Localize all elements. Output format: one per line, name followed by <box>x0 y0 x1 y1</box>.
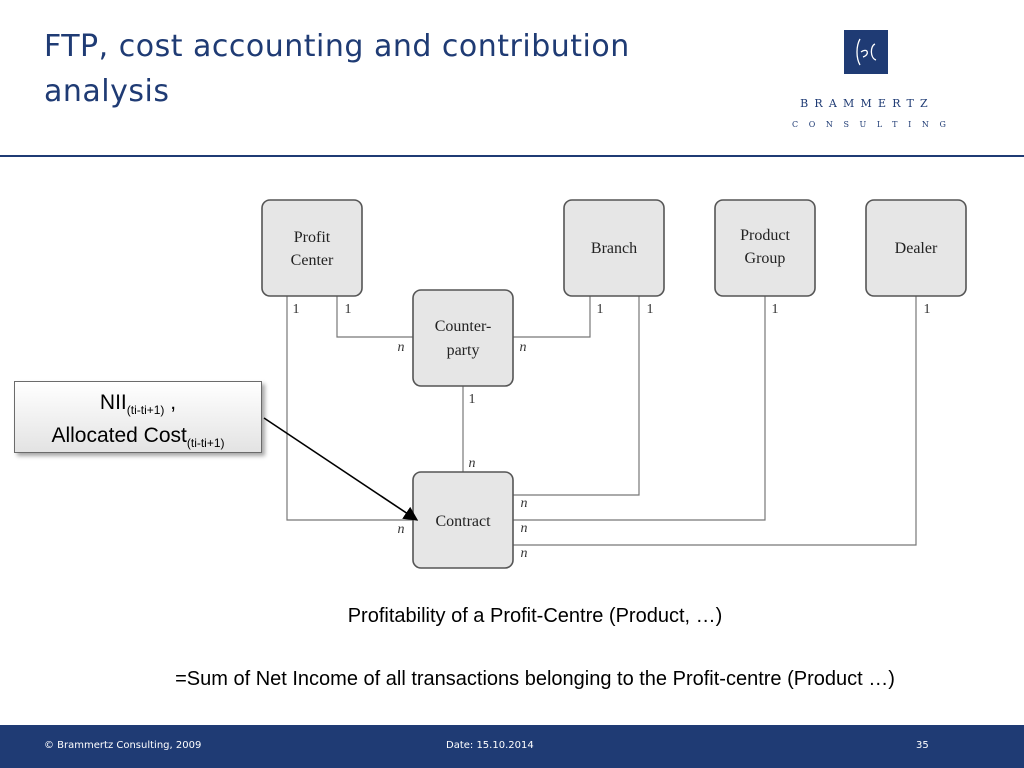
logo-name: BRAMMERTZ <box>800 97 934 110</box>
callout-line-2: Allocated Cost(ti-ti+1) <box>15 423 261 456</box>
link-profitcenter-contract <box>286 296 413 521</box>
entity-label: Dealer <box>895 240 938 257</box>
entity-label: Center <box>291 252 334 269</box>
footer-copyright: © Brammertz Consulting, 2009 <box>44 740 202 751</box>
callout-allocated-cost: Allocated Cost <box>51 424 187 448</box>
link-branch-counterparty <box>513 296 591 338</box>
cardinality-label: 1 <box>597 302 604 317</box>
callout-line-1: NII(ti-ti+1) , <box>15 390 261 423</box>
link-profitcenter-counterparty <box>336 296 413 338</box>
entity-label: Product <box>740 227 790 244</box>
entity-profit-center: Profit Center <box>261 199 363 297</box>
brammertz-logo: BRAMMERTZ CONSULTING <box>792 28 957 138</box>
cardinality-label: n <box>398 340 405 355</box>
cardinality-label: n <box>521 546 528 561</box>
entity-product-group: Product Group <box>714 199 816 297</box>
cardinality-label: 1 <box>469 392 476 407</box>
link-dealer-contract <box>513 296 917 546</box>
caption-sum-definition: =Sum of Net Income of all transactions b… <box>175 668 895 690</box>
callout-arrow <box>263 417 419 521</box>
slide-title: FTP, cost accounting and contribution an… <box>44 29 630 109</box>
logo-mark-icon <box>844 30 888 74</box>
footer-date: Date: 15.10.2014 <box>446 740 534 751</box>
entity-label: Group <box>745 250 786 267</box>
cardinality-label: n <box>469 456 476 471</box>
nii-allocated-cost-callout: NII(ti-ti+1) , Allocated Cost(ti-ti+1) <box>14 381 262 453</box>
callout-separator: , <box>164 391 177 414</box>
logo-subtitle: CONSULTING <box>792 120 957 129</box>
entity-label: Profit <box>294 229 331 246</box>
footer-page-number: 35 <box>916 740 929 751</box>
cardinality-label: n <box>520 340 527 355</box>
cardinality-label: 1 <box>345 302 352 317</box>
callout-nii-period: (ti-ti+1) <box>126 403 165 418</box>
entity-contract: Contract <box>412 471 514 569</box>
cardinality-label: 1 <box>772 302 779 317</box>
cardinality-label: n <box>521 521 528 536</box>
cardinality-label: n <box>398 522 405 537</box>
link-productgroup-contract <box>513 296 766 521</box>
entity-counterparty: Counter- party <box>412 289 514 387</box>
entity-branch: Branch <box>563 199 665 297</box>
cardinality-label: 1 <box>924 302 931 317</box>
header-rule <box>0 155 1024 157</box>
cardinality-label: 1 <box>293 302 300 317</box>
entity-label: party <box>447 342 480 359</box>
cardinality-label: 1 <box>647 302 654 317</box>
slide-footer: © Brammertz Consulting, 2009 Date: 15.10… <box>0 725 1024 768</box>
cardinality-label: n <box>521 496 528 511</box>
caption-profitability: Profitability of a Profit-Centre (Produc… <box>347 605 723 627</box>
entity-label: Branch <box>591 240 637 257</box>
callout-nii: NII <box>99 391 127 414</box>
entity-label: Counter- <box>435 318 492 335</box>
entity-dealer: Dealer <box>865 199 967 297</box>
callout-cost-period: (ti-ti+1) <box>186 436 225 451</box>
link-branch-contract <box>513 296 640 496</box>
entity-label: Contract <box>435 513 491 530</box>
